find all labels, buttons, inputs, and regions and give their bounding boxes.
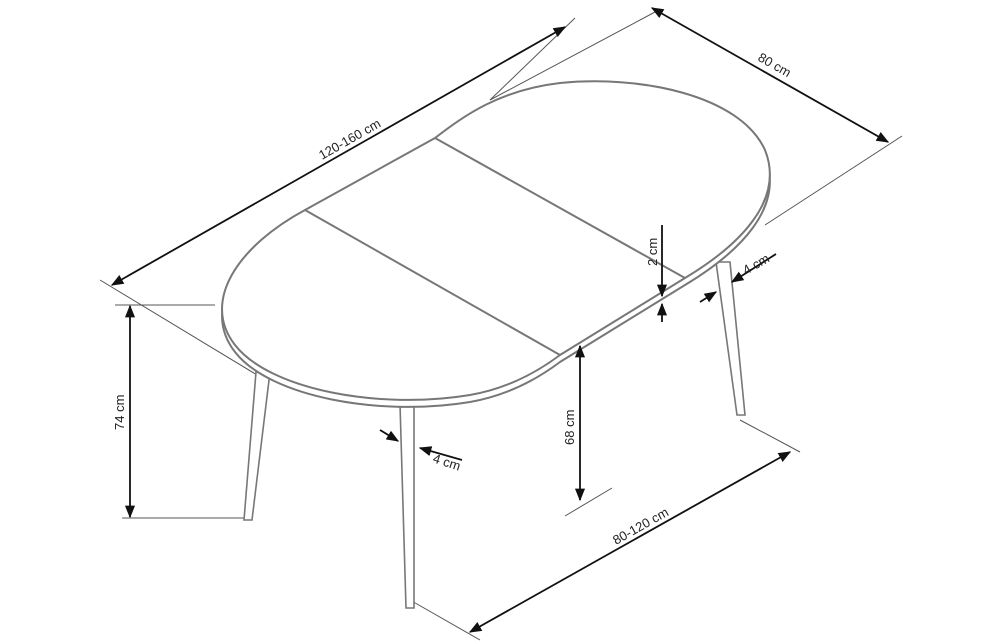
- height-68-label: 68 cm: [562, 410, 577, 445]
- leg-left-label: 4 cm: [431, 451, 462, 474]
- leg-span-label: 80-120 cm: [610, 504, 671, 547]
- length-arrow: [110, 26, 567, 286]
- width-arrow: [650, 7, 890, 143]
- leg-right-label: 4 cm: [740, 251, 772, 278]
- leg-left-arrow-inner: [418, 446, 463, 461]
- height-74-label: 74 cm: [112, 395, 127, 430]
- leg-right-arrow-outer: [730, 253, 777, 283]
- leg-left: [243, 371, 271, 521]
- table-top: [221, 80, 771, 408]
- leg-front: [399, 403, 415, 609]
- thickness-label: 2 cm: [645, 238, 660, 266]
- leg-span-arrow: [468, 451, 792, 633]
- width-label: 80 cm: [756, 50, 794, 81]
- leg-left-arrow-outer: [379, 429, 400, 442]
- dimension-arrows: [110, 7, 890, 633]
- leg-right: [715, 261, 746, 416]
- length-label: 120-160 cm: [316, 116, 383, 163]
- leg-right-arrow-inner: [699, 291, 718, 303]
